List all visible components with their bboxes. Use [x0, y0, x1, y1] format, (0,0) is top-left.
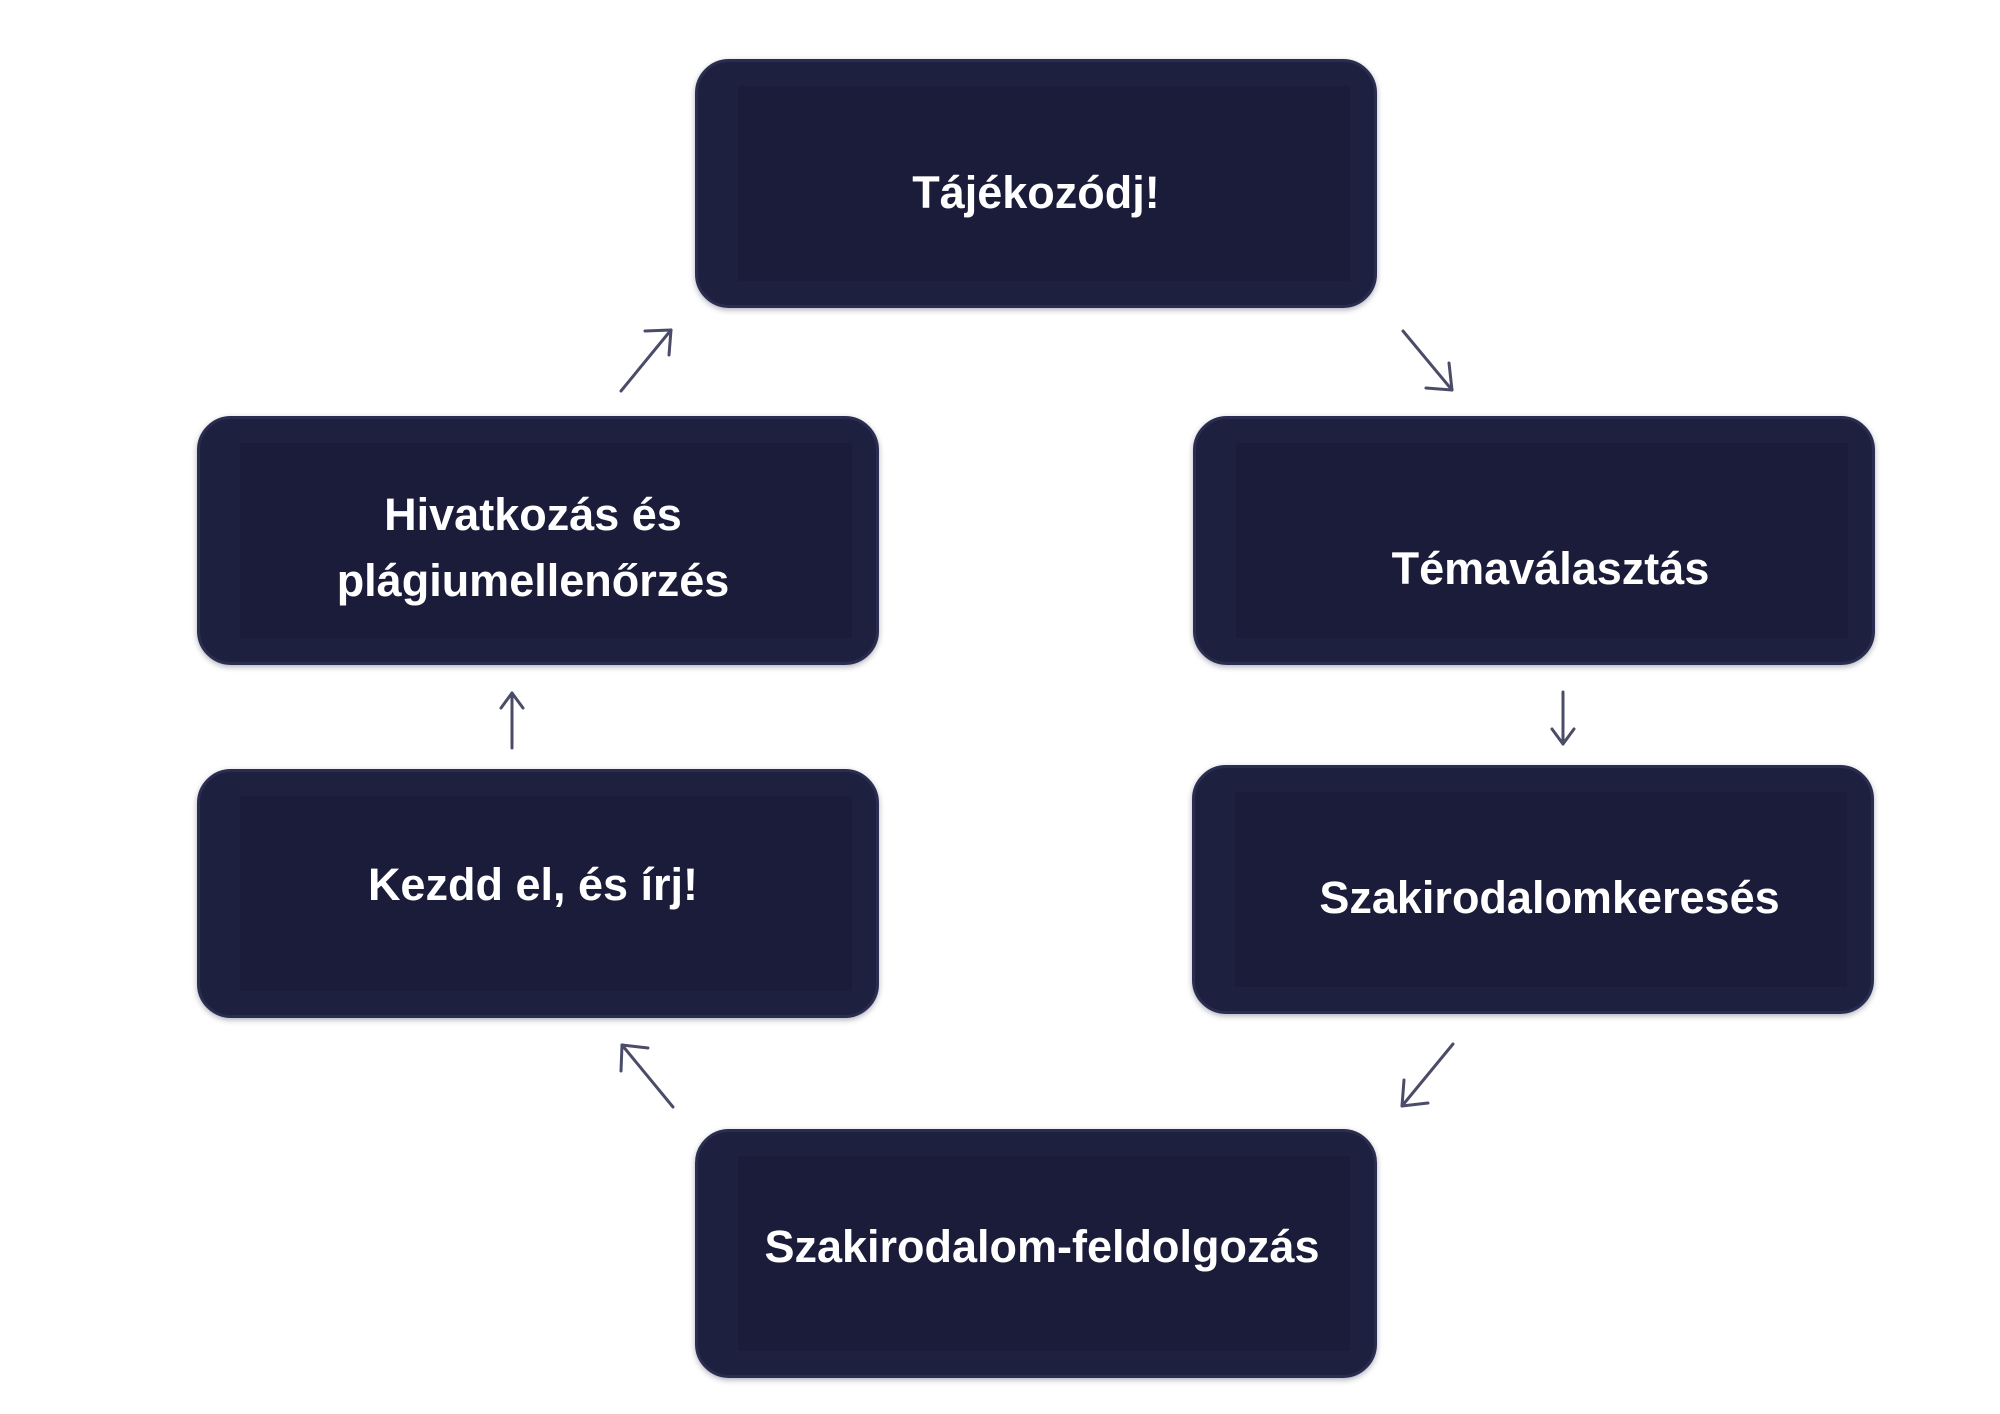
- node-label: Témaválasztás: [1391, 543, 1710, 594]
- node-kezdd-el-es-irj: Kezdd el, és írj!: [197, 769, 879, 1018]
- node-inner-panel: [738, 1156, 1350, 1351]
- node-label: Szakirodalomkeresés: [1319, 872, 1780, 923]
- node-szakirodalom-feldolgozas: Szakirodalom-feldolgozás: [695, 1129, 1377, 1378]
- node-hivatkozas-es-plagiumellenorzes: Hivatkozás és plágiumellenőrzés: [197, 416, 879, 665]
- arrow-1-to-2: [1401, 329, 1454, 392]
- node-inner-panel: [1236, 443, 1848, 638]
- node-szakirodalomkereses: Szakirodalomkeresés: [1192, 765, 1874, 1014]
- node-inner-panel: [240, 443, 852, 638]
- node-tajekozodj: Tájékozódj!: [695, 59, 1377, 308]
- arrow-2-to-3: [1550, 690, 1576, 746]
- arrow-6-to-1: [619, 328, 673, 393]
- arrow-5-to-6: [499, 691, 525, 750]
- node-label: Kezdd el, és írj!: [367, 859, 699, 910]
- node-label: Hivatkozás és plágiumellenőrzés: [336, 489, 730, 606]
- arrow-3-to-4: [1400, 1042, 1455, 1108]
- node-temavalasztas: Témaválasztás: [1193, 416, 1875, 665]
- node-inner-panel: [738, 86, 1350, 281]
- node-inner-panel: [240, 796, 852, 991]
- node-label: Tájékozódj!: [912, 167, 1160, 218]
- node-label: Szakirodalom-feldolgozás: [764, 1221, 1320, 1272]
- node-inner-panel: [1235, 792, 1847, 987]
- arrow-4-to-5: [619, 1043, 675, 1109]
